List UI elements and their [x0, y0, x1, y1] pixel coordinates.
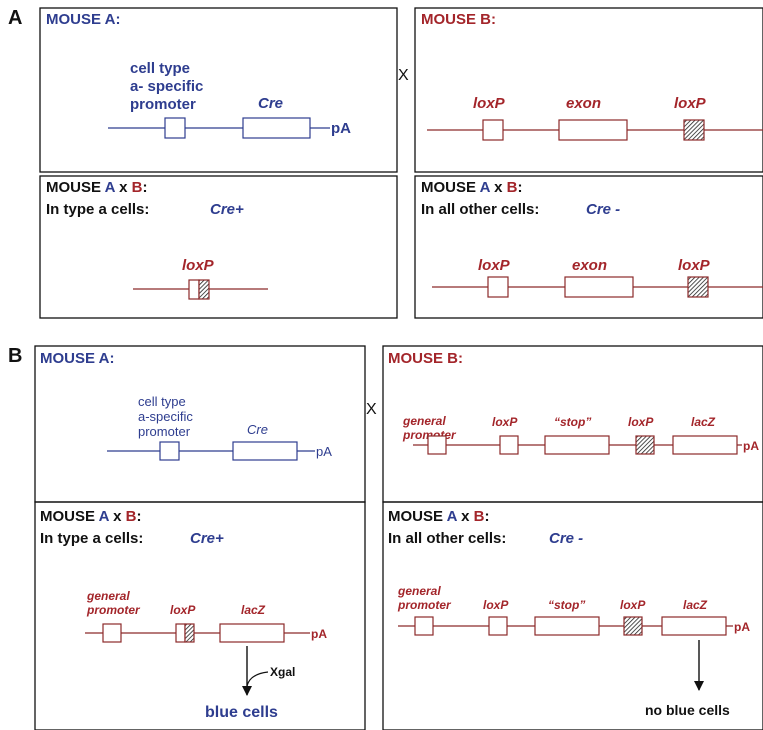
panel-b-cross-pos-gp-label-1: general — [86, 589, 130, 603]
panel-b-mouse-b-lacz-label: lacZ — [691, 415, 716, 429]
panel-b-cross-cre-pos-box: MOUSE A x B: In type a cells: Cre+ gener… — [34, 501, 366, 730]
panel-a-cross-neg-title: MOUSE A x B: — [421, 179, 522, 196]
panel-b-cross-pos-gp-label-2: promoter — [86, 603, 141, 617]
panel-a-promoter-box — [164, 117, 186, 139]
panel-a-cross-pos-title: MOUSE A x B: — [46, 179, 147, 196]
panel-b-label: B — [8, 345, 22, 367]
panel-b-cross-neg-cre-state: Cre - — [549, 530, 583, 547]
panel-b-cross-neg-loxp1-label: loxP — [483, 598, 509, 612]
panel-b-mouse-b-stop-label: “stop” — [554, 415, 591, 429]
panel-b-mouse-b-title: MOUSE B: — [388, 350, 463, 367]
panel-b-mouse-a-box: MOUSE A: cell type a-specific promoter C… — [34, 345, 366, 503]
panel-b-xgal-curve — [246, 671, 269, 687]
panel-b-cross-neg-title: MOUSE A x B: — [388, 508, 489, 525]
panel-b-mouse-b-pa-label: pA — [743, 439, 759, 453]
panel-b-cross-pos-cre-state: Cre+ — [190, 530, 224, 547]
panel-b-xgal-label: Xgal — [270, 665, 295, 679]
panel-b-cross-neg-stop-box — [534, 616, 600, 636]
panel-a-cross-neg-exon-label: exon — [572, 257, 607, 274]
panel-a-cross-neg-loxp2-label: loxP — [678, 257, 711, 274]
panel-a-label: A — [8, 7, 22, 29]
panel-b-cross-cre-neg-box: MOUSE A x B: In all other cells: Cre - g… — [382, 501, 763, 730]
panel-b-mouse-b-gp-label-1: general — [402, 414, 446, 428]
panel-b-cross-neg-subtitle: In all other cells: — [388, 530, 506, 547]
panel-a-mouse-b-loxp1-label: loxP — [473, 95, 506, 112]
panel-b-promoter-box — [159, 441, 180, 461]
panel-a-mouse-b-box: MOUSE B: loxP exon loxP — [414, 7, 763, 173]
panel-a-pa-label: pA — [331, 120, 351, 137]
panel-b-cross-symbol: X — [366, 401, 377, 418]
panel-a-mouse-a-title: MOUSE A: — [46, 11, 120, 28]
panel-b-cross-neg-lacz-box — [661, 616, 727, 636]
panel-a-cross-symbol: X — [398, 67, 409, 84]
panel-a-promoter-label-1: cell type — [130, 60, 190, 77]
panel-b-cross-pos-loxp-right — [184, 623, 195, 643]
panel-a-cre-box — [242, 117, 311, 139]
panel-b-mouse-b-gp-box — [427, 435, 447, 455]
panel-a-cross-neg-subtitle: In all other cells: — [421, 201, 539, 218]
panel-b-cre-box — [232, 441, 298, 461]
panel-b-cross-neg-pa-label: pA — [734, 620, 750, 634]
panel-b-cross-pos-lacz-box — [219, 623, 285, 643]
panel-b-pa-label: pA — [316, 444, 332, 459]
panel-a-cre-label: Cre — [258, 95, 283, 112]
panel-a-cross-pos-subtitle: In type a cells: — [46, 201, 149, 218]
panel-b-cross-neg-loxp2-box — [623, 616, 643, 636]
panel-b-mouse-b-lacz-box — [672, 435, 738, 455]
panel-a-cross-pos-loxp-label: loxP — [182, 257, 215, 274]
panel-a-mouse-b-loxp2-label: loxP — [674, 95, 707, 112]
panel-b-cross-neg-gp-label-2: promoter — [397, 598, 452, 612]
panel-a-promoter-label-2: a- specific — [130, 78, 203, 95]
panel-b-cross-pos-loxp-left — [175, 623, 186, 643]
panel-b-mouse-b-stop-box — [544, 435, 610, 455]
panel-b-cross-neg-lacz-label: lacZ — [683, 598, 708, 612]
panel-b-promoter-label-2: a-specific — [138, 409, 193, 424]
panel-a-cross-neg-loxp2-box — [687, 276, 709, 298]
panel-b-mouse-b-loxp1-label: loxP — [492, 415, 518, 429]
panel-b-cross-pos-loxp-label: loxP — [170, 603, 196, 617]
panel-b-mouse-b-loxp1-box — [499, 435, 519, 455]
panel-a-mouse-a-box: MOUSE A: cell type a- specific promoter … — [39, 7, 398, 173]
panel-a-cross-neg-exon-box — [564, 276, 634, 298]
panel-b-cross-pos-title: MOUSE A x B: — [40, 508, 141, 525]
panel-b-cross-neg-stop-label: “stop” — [548, 598, 585, 612]
panel-b-cross-neg-gp-label-1: general — [397, 584, 441, 598]
panel-b-mouse-b-box: MOUSE B: general promoter loxP “stop” lo… — [382, 345, 763, 503]
panel-a-cross-neg-cre-state: Cre - — [586, 201, 620, 218]
panel-a-mouse-b-loxp2-box — [683, 119, 705, 141]
panel-b-promoter-label-1: cell type — [138, 394, 186, 409]
panel-b-cross-neg-loxp2-label: loxP — [620, 598, 646, 612]
panel-a-mouse-b-loxp1-box — [482, 119, 504, 141]
panel-a-cross-neg-loxp1-label: loxP — [478, 257, 511, 274]
panel-b-cross-pos-pa-label: pA — [311, 627, 327, 641]
panel-b-cross-pos-lacz-label: lacZ — [241, 603, 266, 617]
panel-b-promoter-label-3: promoter — [138, 424, 191, 439]
panel-a-mouse-b-exon-label: exon — [566, 95, 601, 112]
panel-b-mouse-b-loxp2-box — [635, 435, 655, 455]
panel-a-cross-cre-pos-box: MOUSE A x B: In type a cells: Cre+ loxP — [39, 175, 398, 319]
panel-a-cross-pos-loxp-left — [188, 279, 200, 300]
panel-b-blue-cells-result: blue cells — [205, 704, 278, 721]
panel-b-cre-label: Cre — [247, 422, 268, 437]
panel-a-cross-pos-cre-state: Cre+ — [210, 201, 244, 218]
panel-b-cross-neg-loxp1-box — [488, 616, 508, 636]
panel-b-mouse-a-title: MOUSE A: — [40, 350, 114, 367]
panel-b-cross-pos-subtitle: In type a cells: — [40, 530, 143, 547]
panel-b-no-blue-cells-result: no blue cells — [645, 702, 730, 718]
panel-b-cross-pos-gp-box — [102, 623, 122, 643]
panel-a-cross-pos-loxp-right — [198, 279, 210, 300]
panel-b-cross-neg-gp-box — [414, 616, 434, 636]
panel-b-mouse-b-loxp2-label: loxP — [628, 415, 654, 429]
panel-a-mouse-b-title: MOUSE B: — [421, 11, 496, 28]
panel-a-mouse-b-exon-box — [558, 119, 628, 141]
panel-a-cross-neg-loxp1-box — [487, 276, 509, 298]
panel-a-cross-cre-neg-box: MOUSE A x B: In all other cells: Cre - l… — [414, 175, 763, 319]
panel-a-promoter-label-3: promoter — [130, 96, 196, 113]
